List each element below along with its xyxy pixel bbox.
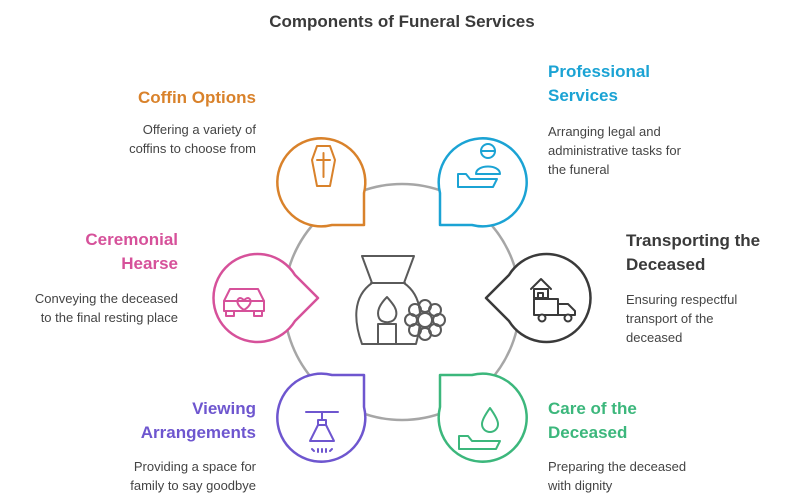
urn-flower-icon: [355, 255, 446, 345]
care-of-deceased-desc-line-1: Preparing the deceased: [548, 459, 687, 474]
professional-services-title-line-2: Services: [548, 86, 618, 105]
care-of-deceased-title-line-1: Care of the: [548, 399, 637, 418]
professional-services-node: [437, 137, 528, 228]
transporting-node: [484, 252, 592, 344]
professional-services-desc-line-2: administrative tasks for: [548, 143, 681, 158]
viewing-arrangements-node: [276, 372, 367, 463]
ceiling-lamp-icon: [305, 411, 339, 453]
viewing-arrangements-title-line-1: Viewing: [192, 399, 256, 418]
hand-water-drop-icon: [458, 407, 501, 450]
professional-services-title-line-1: Professional: [548, 62, 651, 81]
ceremonial-hearse-title-line-2: Hearse: [121, 254, 178, 273]
coffin-options-desc-line-2: coffins to choose from: [129, 141, 256, 156]
ceremonial-hearse-title-line-1: Ceremonial: [85, 230, 178, 249]
viewing-arrangements-desc-line-2: family to say goodbye: [130, 478, 256, 493]
coffin-cross-icon: [311, 145, 336, 187]
transporting-desc-line-3: deceased: [626, 330, 683, 345]
service-person-icon: [457, 143, 501, 188]
transporting-desc-line-2: transport of the: [626, 311, 714, 326]
ceremonial-hearse-node: [212, 252, 320, 344]
care-of-deceased-node: [437, 372, 528, 463]
ceremonial-hearse-desc-line-2: to the final resting place: [40, 310, 178, 325]
care-of-deceased-desc-line-2: with dignity: [548, 478, 613, 493]
moving-truck-icon: [530, 278, 576, 323]
ceremonial-hearse-desc-line-1: Conveying the deceased: [34, 291, 178, 306]
professional-services-desc-line-1: Arranging legal and: [548, 124, 661, 139]
page-title: Components of Funeral Services: [269, 12, 535, 31]
coffin-options-description: Offering a variety of coffins to choose …: [40, 120, 256, 158]
transporting-desc-line-1: Ensuring respectful: [626, 292, 738, 307]
professional-services-description: Arranging legal and administrative tasks…: [548, 122, 778, 179]
care-of-deceased-title-line-2: Deceased: [548, 423, 628, 442]
viewing-arrangements-title-line-2: Arrangements: [140, 423, 256, 442]
ceremonial-hearse-title: Ceremonial Hearse: [40, 228, 178, 276]
ceremonial-hearse-description: Conveying the deceased to the final rest…: [4, 289, 178, 327]
transporting-title-line-2: Deceased: [626, 255, 706, 274]
coffin-options-title: Coffin Options: [60, 86, 256, 110]
transporting-title: Transporting the Deceased: [626, 229, 798, 277]
coffin-options-node: [276, 137, 367, 228]
coffin-options-title-line-1: Coffin Options: [137, 88, 256, 107]
viewing-arrangements-title: Viewing Arrangements: [60, 397, 256, 445]
heart-car-icon: [223, 288, 265, 317]
transporting-title-line-1: Transporting the: [626, 231, 761, 250]
professional-services-desc-line-3: the funeral: [548, 162, 610, 177]
coffin-options-desc-line-1: Offering a variety of: [142, 122, 256, 137]
care-of-deceased-title: Care of the Deceased: [548, 397, 748, 445]
viewing-arrangements-desc-line-1: Providing a space for: [133, 459, 256, 474]
transporting-description: Ensuring respectful transport of the dec…: [626, 290, 798, 347]
care-of-deceased-description: Preparing the deceased with dignity: [548, 457, 768, 495]
viewing-arrangements-description: Providing a space for family to say good…: [40, 457, 256, 495]
professional-services-title: Professional Services: [548, 60, 768, 108]
